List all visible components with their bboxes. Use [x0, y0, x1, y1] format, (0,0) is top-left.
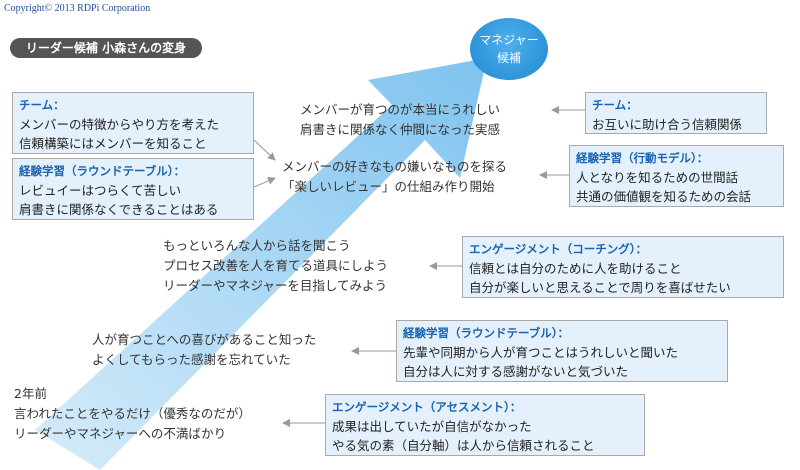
stage-line: リーダーやマネジャーを目指してみよう: [163, 278, 388, 293]
box-line: やる気の素（自分軸）は人から信頼されること: [332, 438, 595, 453]
stage-text-1: メンバーが育つのが本当にうれしい 肩書きに関係なく仲間になった実感: [300, 100, 500, 140]
box-header: エンゲージメント（コーチング）：: [469, 242, 648, 256]
box-line: 肩書きに関係なくできることはある: [19, 202, 219, 217]
progress-arrow: [35, 58, 487, 470]
stage-text-3: もっといろんな人から話を聞こう プロセス改善を人を育てる道具にしよう リーダーや…: [163, 236, 388, 296]
box-header: 経験学習（ラウンドテーブル）：: [403, 326, 570, 340]
box-line: 人となりを知るための世間話: [576, 170, 739, 185]
box-line: 共通の価値観を知るための会話: [576, 189, 752, 204]
box-header: チーム：: [19, 98, 65, 112]
box-line: 自分が楽しいと思えることで周りを喜ばせたい: [469, 280, 731, 295]
box-header: エンゲージメント（アセスメント）：: [332, 400, 522, 414]
box-line: 自分は人に対する感謝がないと気づいた: [403, 364, 629, 379]
right-box-behavior-model: 経験学習（行動モデル）： 人となりを知るための世間話 共通の価値観を知るための会…: [569, 145, 784, 207]
stage-text-4: 人が育つことへの喜びがあること知った よくしてもらった感謝を忘れていた: [92, 330, 316, 370]
stage-line: よくしてもらった感謝を忘れていた: [92, 352, 291, 367]
stage-text-2: メンバーの好きなもの嫌いなものを探る 「楽しいレビュー」の仕組み作り開始: [282, 157, 507, 197]
box-line: お互いに助け合う信頼関係: [592, 117, 743, 132]
stage-line: もっといろんな人から話を聞こう: [163, 238, 351, 253]
box-line: 信頼とは自分のために人を助けること: [469, 261, 682, 276]
connector-left-1: [253, 139, 276, 161]
box-line: 先輩や同期から人が育つことはうれしいと聞いた: [403, 345, 679, 360]
page-title: リーダー候補 小森さんの変身: [10, 38, 202, 58]
goal-circle: マネジャー 候補: [470, 18, 548, 80]
box-line: メンバーの特徴からやり方を考えた: [19, 117, 220, 132]
box-line: 成果は出していたが自信がなかった: [332, 419, 532, 434]
stage-line: プロセス改善を人を育てる道具にしよう: [163, 258, 389, 273]
stage-line: 人が育つことへの喜びがあること知った: [92, 332, 317, 347]
stage-line: 言われたことをやるだけ（優秀なのだが）: [14, 406, 251, 421]
right-box-assessment: エンゲージメント（アセスメント）： 成果は出していたが自信がなかった やる気の素…: [325, 394, 645, 456]
right-box-team: チーム： お互いに助け合う信頼関係: [585, 92, 767, 134]
stage-line: メンバーの好きなもの嫌いなものを探る: [282, 159, 508, 174]
box-header: 経験学習（ラウンドテーブル）：: [19, 164, 186, 178]
stage-line: リーダーやマネジャーへの不満ばかり: [14, 426, 227, 441]
box-header: チーム：: [592, 98, 638, 112]
connector-left-2: [253, 177, 276, 188]
left-box-roundtable: 経験学習（ラウンドテーブル）： レビュイーはつらくて苦しい 肩書きに関係なくでき…: [12, 158, 254, 220]
goal-line-2: 候補: [496, 51, 521, 65]
goal-line-1: マネジャー: [479, 33, 539, 47]
stage-line: 「楽しいレビュー」の仕組み作り開始: [282, 179, 495, 194]
stage-line: 2年前: [14, 386, 47, 401]
stage-line: メンバーが育つのが本当にうれしい: [300, 102, 501, 117]
right-box-coaching: エンゲージメント（コーチング）： 信頼とは自分のために人を助けること 自分が楽し…: [462, 236, 784, 298]
stage-line: 肩書きに関係なく仲間になった実感: [300, 122, 501, 137]
left-box-team: チーム： メンバーの特徴からやり方を考えた 信頼構築にはメンバーを知ること: [12, 92, 254, 154]
stage-text-5: 2年前 言われたことをやるだけ（優秀なのだが） リーダーやマネジャーへの不満ばか…: [14, 384, 251, 444]
box-line: 信頼構築にはメンバーを知ること: [19, 136, 207, 151]
copyright-text: Copyright© 2013 RDPi Corporation: [4, 3, 151, 14]
right-box-roundtable: 経験学習（ラウンドテーブル）： 先輩や同期から人が育つことはうれしいと聞いた 自…: [396, 320, 728, 382]
box-line: レビュイーはつらくて苦しい: [19, 183, 182, 198]
box-header: 経験学習（行動モデル）：: [576, 151, 709, 165]
